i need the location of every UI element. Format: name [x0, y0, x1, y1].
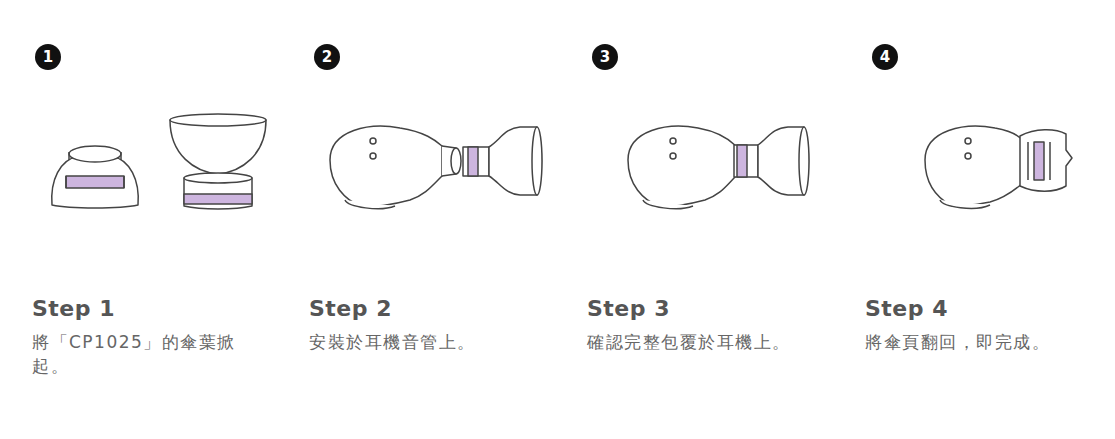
eartip	[463, 127, 542, 195]
step-heading: Step 2	[309, 296, 569, 321]
step-heading: Step 4	[865, 296, 1105, 321]
earphone	[330, 126, 461, 209]
callout-text: 2	[322, 48, 332, 66]
step-heading: Step 1	[32, 296, 292, 321]
callout-number: 1	[35, 44, 61, 70]
earphone-finished	[925, 126, 1072, 208]
callout-number: 3	[592, 44, 618, 70]
callout-text: 4	[880, 48, 890, 66]
eartip	[170, 114, 266, 209]
callout-number: 2	[314, 44, 340, 70]
eartip-flipped	[52, 146, 139, 208]
step-description: 將傘頁翻回，即完成。	[865, 330, 1105, 354]
callout-text: 1	[43, 48, 53, 66]
step-description: 確認完整包覆於耳機上。	[587, 330, 847, 354]
callout-text: 3	[600, 48, 610, 66]
step-description: 將「CP1025」的傘葉掀起。	[32, 330, 260, 378]
callout-number: 4	[872, 44, 898, 70]
earphone-with-tip	[628, 126, 809, 209]
step-description: 安裝於耳機音管上。	[309, 330, 569, 354]
step-heading: Step 3	[587, 296, 847, 321]
